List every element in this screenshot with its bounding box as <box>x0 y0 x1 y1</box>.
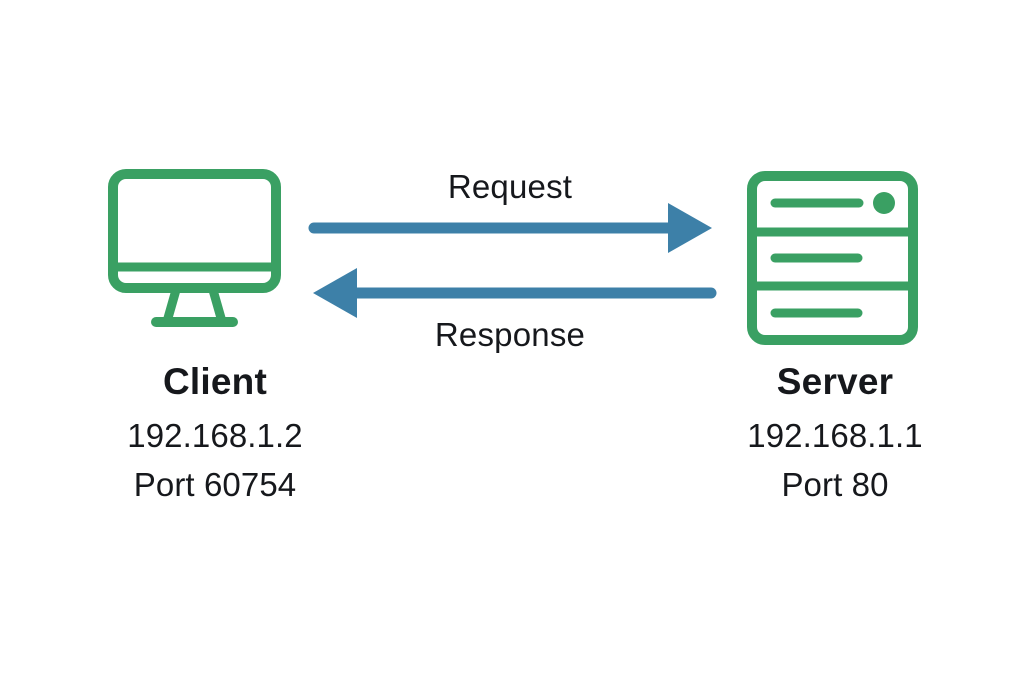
server-ip-address: 192.168.1.1 <box>747 417 923 454</box>
response-flow-label: Response <box>434 316 586 353</box>
response-arrow <box>313 268 717 318</box>
client-node-title: Client <box>163 361 267 402</box>
monitor-stand-left-leg <box>163 285 181 323</box>
server-node-title: Server <box>776 361 894 402</box>
monitor-outer-frame <box>108 169 281 293</box>
server-status-led-icon <box>873 192 895 214</box>
request-arrow <box>308 203 712 253</box>
client-ip-address: 192.168.1.2 <box>127 417 303 454</box>
server-outer-frame <box>747 171 918 345</box>
request-flow-label: Request <box>447 168 573 205</box>
server-rack-icon <box>747 171 918 345</box>
client-port: Port 60754 <box>133 466 297 503</box>
response-arrow-head <box>313 268 357 318</box>
monitor-stand-right-leg <box>208 285 226 323</box>
desktop-monitor-icon <box>108 169 281 327</box>
server-port: Port 80 <box>781 466 889 503</box>
request-arrow-head <box>668 203 712 253</box>
